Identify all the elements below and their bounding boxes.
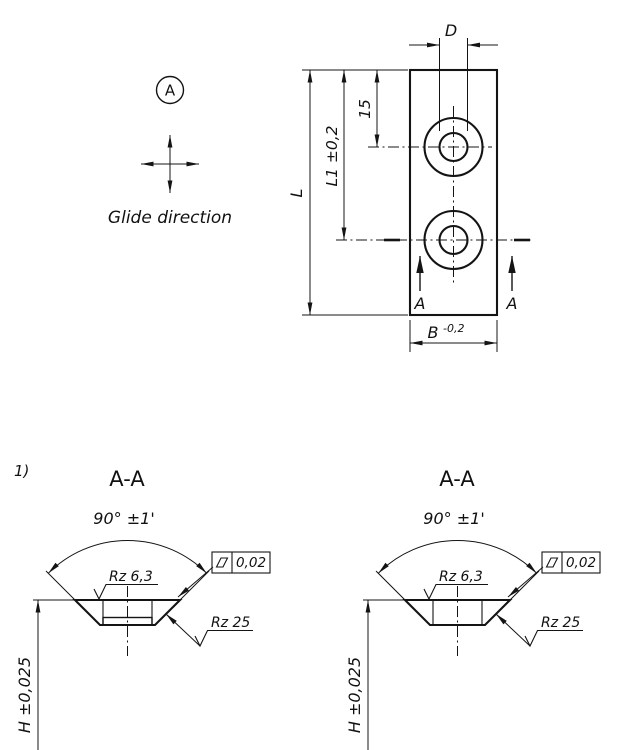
section-right-roughness-top: Rz 6,3 — [423, 569, 488, 601]
section-right-dim-h: H ±0,025 — [345, 599, 406, 750]
dim-b: B -0,2 — [409, 320, 498, 352]
detail-view-label: A — [155, 75, 185, 105]
upper-hole — [423, 116, 484, 178]
roughness-symbol-icon — [423, 583, 488, 601]
section-right-roughness-face: Rz 25 — [495, 613, 583, 648]
section-right-cross-section — [402, 586, 513, 656]
dim-l-label: L — [287, 189, 306, 198]
roughness-face-label: Rz 25 — [541, 615, 580, 631]
flatness-value: 0,02 — [236, 555, 266, 571]
roughness-face-label: Rz 25 — [211, 615, 250, 631]
dim-l1: L1 ±0,2 — [323, 70, 347, 240]
hatch-left — [73, 599, 104, 626]
roughness-symbol-icon — [194, 629, 253, 648]
section-left-roughness-top: Rz 6,3 — [93, 569, 158, 601]
section-left-dim-h: H ±0,025 — [15, 599, 76, 750]
section-right-angle-label: 90° ±1' — [423, 509, 484, 528]
section-left-title: A-A — [109, 467, 145, 491]
section-view-right: A-A 90° ±1' Rz 6,3 0,02 — [345, 467, 601, 750]
section-arrow-label-right: A — [506, 294, 518, 313]
roughness-symbol-icon — [93, 583, 158, 601]
roughness-symbol-icon — [524, 629, 583, 648]
flatness-symbol-icon — [545, 557, 559, 568]
flatness-value: 0,02 — [566, 555, 596, 571]
section-left-angle-label: 90° ±1' — [93, 509, 154, 528]
dim-b-tolerance: -0,2 — [443, 322, 464, 335]
section-right-flatness-callout: 0,02 — [507, 551, 601, 598]
front-view: D L L1 ±0,2 15 — [287, 21, 531, 352]
dim-h-label: H ±0,025 — [15, 657, 34, 733]
footnote-marker: 1) — [14, 462, 29, 480]
dim-d: D — [409, 21, 498, 131]
dim-b-label: B — [428, 323, 439, 342]
hatch-right — [481, 599, 512, 626]
section-cut-arrows: A A — [414, 256, 518, 313]
section-left-cross-section — [72, 586, 183, 656]
roughness-top-label: Rz 6,3 — [109, 569, 153, 585]
dim-15-label: 15 — [356, 99, 374, 119]
section-left-flatness-callout: 0,02 — [177, 551, 271, 598]
glide-direction-label: Glide direction — [108, 208, 232, 228]
flatness-symbol-icon — [215, 557, 229, 568]
bottom-groove — [102, 616, 153, 626]
section-right-title: A-A — [439, 467, 475, 491]
plate-outline — [408, 68, 499, 317]
lower-hole — [423, 209, 484, 271]
dim-d-label: D — [445, 21, 457, 40]
hatch-left — [403, 599, 434, 626]
detail-label-letter: A — [165, 82, 176, 100]
glide-direction-cross-icon — [141, 135, 199, 193]
dim-l: L — [287, 69, 408, 316]
dim-l1-label: L1 ±0,2 — [323, 125, 341, 186]
hatch-right — [151, 599, 182, 626]
section-arrow-label-left: A — [414, 294, 426, 313]
dim-h-label: H ±0,025 — [345, 657, 364, 733]
section-view-left: A-A 90° ±1' Rz 6,3 0,02 — [15, 467, 271, 750]
roughness-top-label: Rz 6,3 — [439, 569, 483, 585]
section-left-roughness-face: Rz 25 — [165, 613, 253, 648]
detail-label-circle — [155, 75, 185, 105]
dim-15: 15 — [356, 70, 380, 147]
